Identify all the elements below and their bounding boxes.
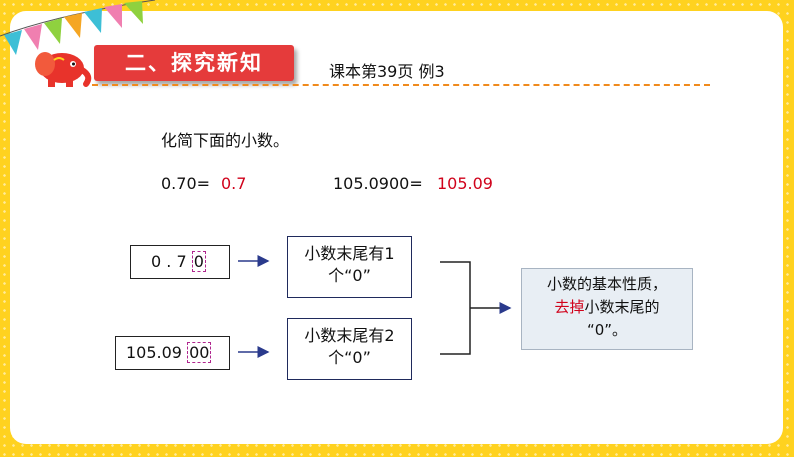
example2-answer: 105.09 (437, 174, 493, 193)
number2-trailing-zeros: 00 (187, 342, 212, 363)
section-title: 二、探究新知 (94, 45, 294, 81)
number1-trailing-zeros: 0 (191, 251, 206, 272)
example1-original: 0.70= (161, 174, 211, 193)
note2-line2: 个“0” (328, 348, 371, 367)
bunting-flags-icon (0, 0, 156, 55)
number1-main: 0 . 7 (151, 252, 192, 271)
conclusion-line2: 去掉小数末尾的 (522, 296, 692, 319)
bracket (440, 261, 471, 355)
conclusion-line1: 小数的基本性质， (546, 275, 667, 293)
example1-answer: 0.7 (221, 174, 247, 193)
conclusion-highlight: 去掉 (554, 298, 585, 316)
number2-main: 105.09 (126, 343, 188, 362)
elephant-mascot-icon (35, 52, 92, 87)
conclusion-line3: “0”。 (586, 321, 628, 339)
problem-prompt: 化简下面的小数。 (161, 131, 290, 150)
conclusion-line2-rest: 小数末尾的 (584, 298, 660, 316)
example2-original: 105.0900= (333, 174, 423, 193)
number-box-2: 105.09 00 (115, 336, 230, 370)
note2-line1: 小数末尾有2 (304, 326, 395, 345)
note1-line2: 个“0” (328, 266, 371, 285)
conclusion-box: 小数的基本性质， 去掉小数末尾的 “0”。 (521, 268, 693, 350)
note-box-1: 小数末尾有1 个“0” (287, 236, 412, 298)
note1-line1: 小数末尾有1 (304, 244, 395, 263)
number-box-1: 0 . 7 0 (130, 245, 230, 279)
note-box-2: 小数末尾有2 个“0” (287, 318, 412, 380)
page-reference: 课本第39页 例3 (329, 62, 445, 81)
header-divider (92, 84, 710, 86)
